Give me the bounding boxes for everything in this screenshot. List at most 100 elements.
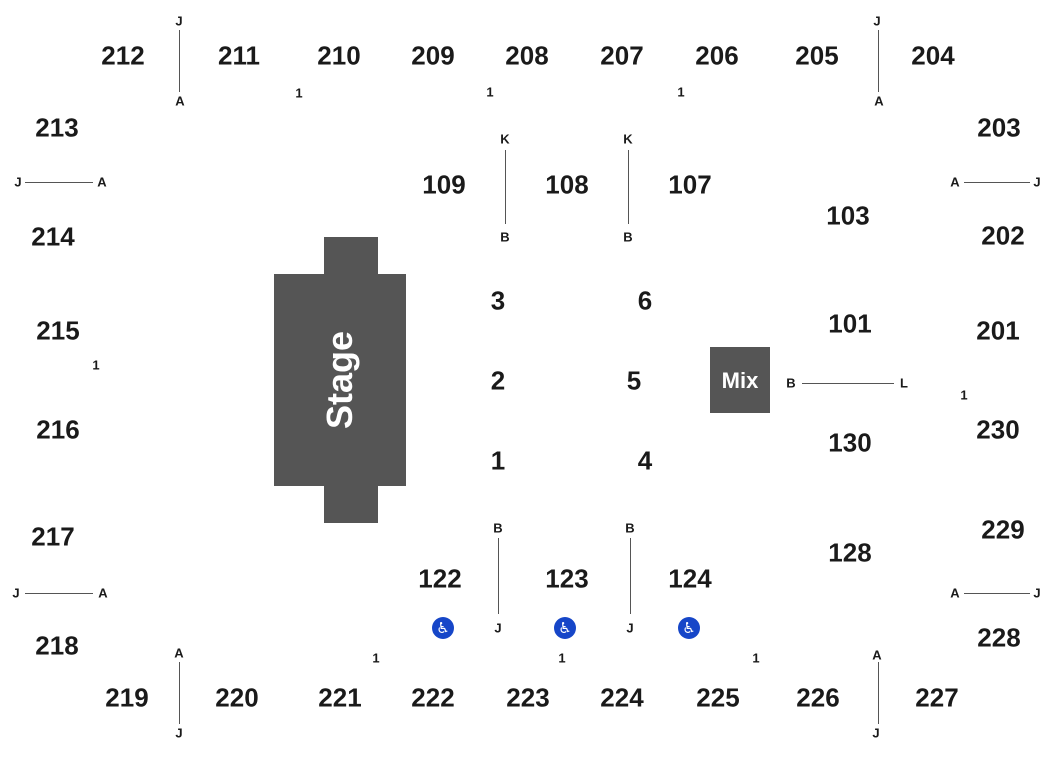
section-124[interactable]: 124 (668, 563, 712, 594)
row-label-l: L (900, 375, 908, 391)
section-4[interactable]: 4 (637, 445, 653, 476)
section-107[interactable]: 107 (668, 169, 712, 200)
section-5[interactable]: 5 (626, 365, 642, 396)
section-205[interactable]: 205 (795, 40, 839, 71)
section-226[interactable]: 226 (796, 682, 840, 713)
row-divider (179, 662, 180, 724)
section-213[interactable]: 213 (35, 112, 79, 143)
stage-block (274, 274, 406, 486)
row-label-a: A (97, 174, 107, 190)
row-label-b: B (493, 520, 503, 536)
row-divider (878, 662, 879, 724)
row-label-1: 1 (486, 84, 494, 100)
section-229[interactable]: 229 (981, 514, 1025, 545)
section-203[interactable]: 203 (977, 112, 1021, 143)
section-1[interactable]: 1 (490, 445, 506, 476)
section-222[interactable]: 222 (411, 682, 455, 713)
section-209[interactable]: 209 (411, 40, 455, 71)
row-label-b: B (786, 375, 796, 391)
row-divider (630, 538, 631, 614)
row-label-a: A (174, 645, 184, 661)
mix-position (710, 347, 770, 413)
row-label-b: B (623, 229, 633, 245)
section-230[interactable]: 230 (976, 414, 1020, 445)
row-divider (964, 182, 1030, 183)
section-211[interactable]: 211 (218, 40, 260, 71)
row-label-j: J (494, 620, 502, 636)
row-divider (964, 593, 1030, 594)
row-label-b: B (500, 229, 510, 245)
row-divider (878, 30, 879, 92)
row-divider (179, 30, 180, 92)
mix-label: Mix (721, 368, 759, 393)
row-label-j: J (12, 585, 20, 601)
section-207[interactable]: 207 (600, 40, 644, 71)
row-divider (25, 593, 93, 594)
section-227[interactable]: 227 (915, 682, 959, 713)
section-208[interactable]: 208 (505, 40, 549, 71)
section-210[interactable]: 210 (317, 40, 361, 71)
row-label-j: J (873, 13, 881, 29)
row-divider (498, 538, 499, 614)
section-123[interactable]: 123 (545, 563, 589, 594)
wheelchair-icon[interactable]: ♿ (554, 617, 576, 639)
row-label-a: A (874, 93, 884, 109)
section-202[interactable]: 202 (981, 220, 1025, 251)
row-label-a: A (872, 647, 882, 663)
section-101[interactable]: 101 (828, 308, 872, 339)
row-label-k: K (623, 131, 633, 147)
section-228[interactable]: 228 (977, 622, 1021, 653)
section-2[interactable]: 2 (490, 365, 506, 396)
wheelchair-icon[interactable]: ♿ (432, 617, 454, 639)
row-label-a: A (950, 174, 960, 190)
section-215[interactable]: 215 (36, 315, 80, 346)
section-204[interactable]: 204 (911, 40, 955, 71)
section-214[interactable]: 214 (31, 221, 75, 252)
row-label-j: J (1033, 585, 1041, 601)
section-220[interactable]: 220 (215, 682, 259, 713)
row-label-1: 1 (960, 387, 968, 403)
row-divider (628, 150, 629, 224)
stage-label: Stage (319, 330, 360, 430)
section-109[interactable]: 109 (422, 169, 466, 200)
row-label-a: A (98, 585, 108, 601)
stage-extension-top (324, 237, 378, 277)
row-divider (25, 182, 93, 183)
section-217[interactable]: 217 (31, 521, 75, 552)
section-218[interactable]: 218 (35, 630, 79, 661)
row-label-j: J (1033, 174, 1041, 190)
row-label-j: J (175, 725, 183, 741)
section-201[interactable]: 201 (976, 315, 1020, 346)
section-221[interactable]: 221 (318, 682, 362, 713)
section-216[interactable]: 216 (36, 414, 80, 445)
section-108[interactable]: 108 (545, 169, 589, 200)
row-label-a: A (950, 585, 960, 601)
row-label-1: 1 (295, 85, 303, 101)
section-224[interactable]: 224 (600, 682, 644, 713)
row-label-j: J (14, 174, 22, 190)
row-label-1: 1 (372, 650, 380, 666)
section-206[interactable]: 206 (695, 40, 739, 71)
section-3[interactable]: 3 (490, 285, 506, 316)
section-128[interactable]: 128 (828, 537, 872, 568)
row-label-1: 1 (677, 84, 685, 100)
section-219[interactable]: 219 (105, 682, 149, 713)
row-label-1: 1 (92, 357, 100, 373)
section-122[interactable]: 122 (418, 563, 462, 594)
row-label-k: K (500, 131, 510, 147)
stage-extension-bottom (324, 483, 378, 523)
section-212[interactable]: 212 (101, 40, 145, 71)
row-label-j: J (175, 13, 183, 29)
section-225[interactable]: 225 (696, 682, 740, 713)
row-label-1: 1 (558, 650, 566, 666)
row-divider (802, 383, 894, 384)
row-label-j: J (872, 725, 880, 741)
section-223[interactable]: 223 (506, 682, 550, 713)
row-label-a: A (175, 93, 185, 109)
row-label-j: J (626, 620, 634, 636)
wheelchair-icon[interactable]: ♿ (678, 617, 700, 639)
section-130[interactable]: 130 (828, 427, 872, 458)
row-divider (505, 150, 506, 224)
section-6[interactable]: 6 (637, 285, 653, 316)
section-103[interactable]: 103 (826, 200, 870, 231)
